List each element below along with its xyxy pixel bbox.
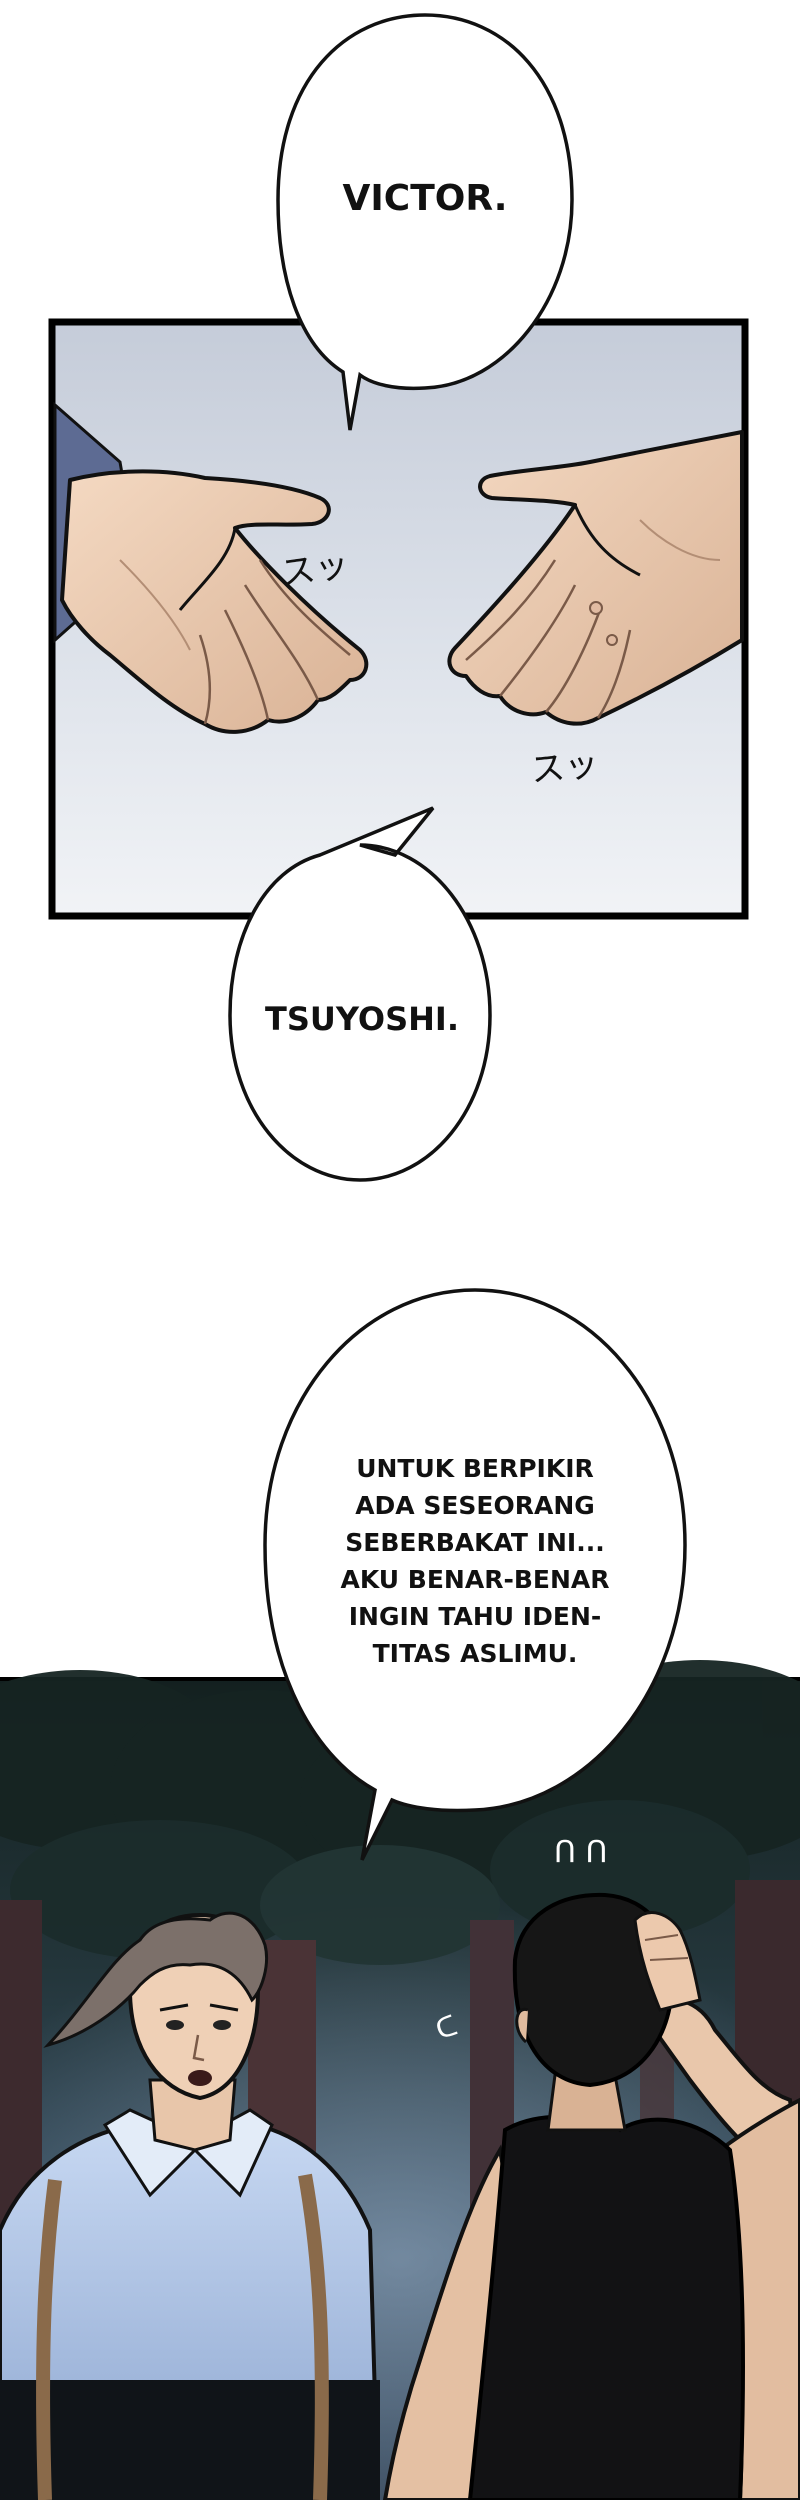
sfx-right-hand: スッ [529,744,601,791]
identity-line-5: INGIN TAHU IDEN- [349,1602,602,1631]
speech-bubble-tsuyoshi: TSUYOSHI. [228,806,492,1182]
sfx-left-hand: スッ [279,545,352,594]
bubble-text-victor: VICTOR. [343,178,508,219]
sfx-confusion-marks: ᑎ ᑎ [554,1835,607,1870]
right-hand [447,430,744,726]
panel-handshake: スッ スッ [48,318,749,920]
bubble-text-tsuyoshi: TSUYOSHI. [265,1000,459,1038]
character-left [0,1911,381,2500]
panel-forest: ᑎ ᑎ ᑕ [0,1660,800,2500]
identity-line-2: ADA SESEORANG [355,1491,595,1520]
identity-line-4: AKU BENAR-BENAR [341,1565,610,1594]
speech-bubble-victor: VICTOR. [276,13,574,431]
character-right [382,1892,800,2500]
speech-bubble-identity: UNTUK BERPIKIR ADA SESEORANG SEBERBAKAT … [263,1288,687,1861]
identity-line-1: UNTUK BERPIKIR [356,1454,594,1483]
identity-line-6: TITAS ASLIMU. [373,1639,578,1668]
bubble-text-identity: UNTUK BERPIKIR ADA SESEORANG SEBERBAKAT … [341,1454,610,1668]
left-hand [60,469,369,734]
identity-line-3: SEBERBAKAT INI... [345,1528,604,1557]
